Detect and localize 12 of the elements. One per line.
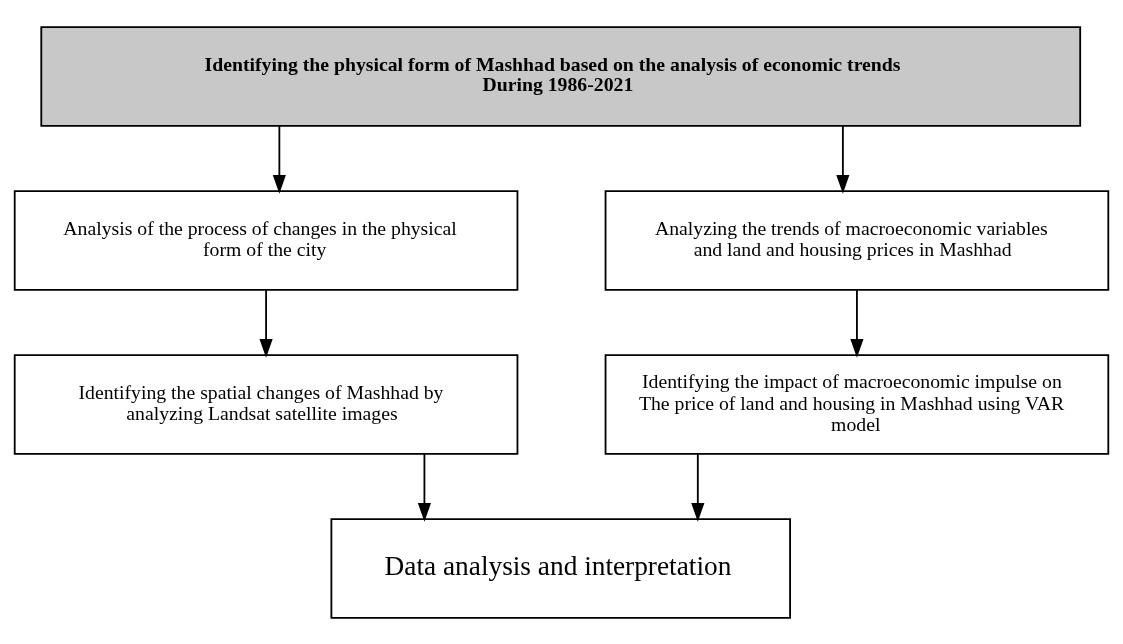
arrow xyxy=(272,124,286,194)
node-box: Identifying the physical form of Mashhad based on the analysis of economic trends During 1986-2021 xyxy=(40,25,1082,127)
arrow xyxy=(850,288,864,358)
node-box: Identifying the spatial changes of Mashhad by analyzing Landsat satellite images xyxy=(13,353,519,455)
arrow xyxy=(691,452,705,522)
arrow xyxy=(259,288,273,358)
arrow xyxy=(836,124,850,194)
arrow xyxy=(417,452,432,522)
node-box: Analysis of the process of changes in the physical form of the city xyxy=(13,189,519,291)
node-box: Data analysis and interpretation xyxy=(330,517,791,619)
node-box: Analyzing the trends of macroeconomic variables and land and housing prices in Mashhad xyxy=(604,189,1110,291)
node-box: Identifying the impact of macroeconomic impulse on The price of land and housing in Mashhad using VAR model xyxy=(604,353,1110,455)
